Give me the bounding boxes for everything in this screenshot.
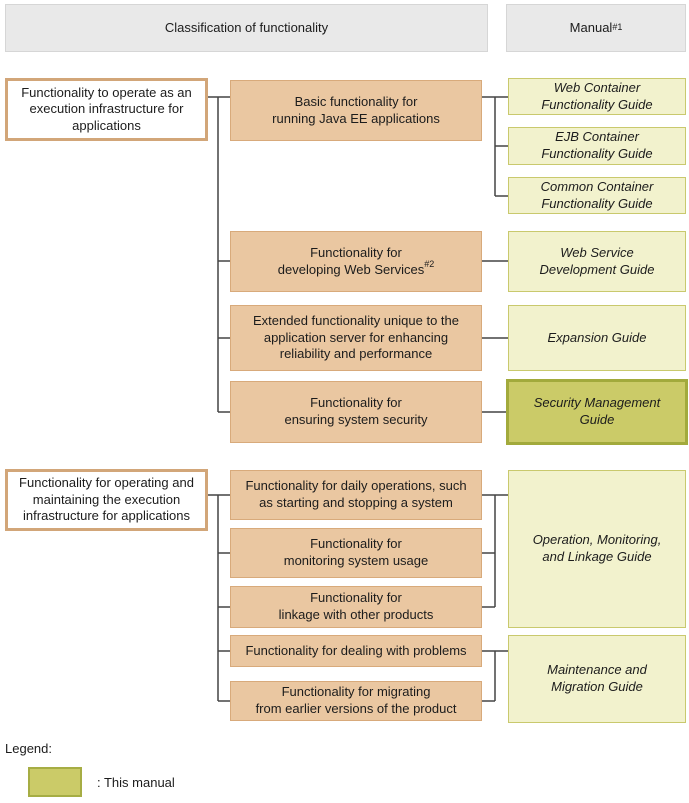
function-box-label: Extended functionality unique to the app… (253, 313, 459, 362)
function-box-extended: Extended functionality unique to the app… (230, 305, 482, 371)
function-box-java-ee: Basic functionality for running Java EE … (230, 80, 482, 141)
category-box-label: Functionality for operating and maintain… (19, 475, 194, 524)
web-services-footnote-ref: #2 (424, 259, 435, 270)
manual-box-security-management: Security Management Guide (506, 379, 688, 445)
function-box-daily-operations: Functionality for daily operations, such… (230, 470, 482, 520)
function-box-label: Functionality for migrating from earlier… (255, 684, 457, 716)
manual-box-label: Operation, Monitoring, and Linkage Guide (532, 532, 662, 564)
manual-box-expansion: Expansion Guide (508, 305, 686, 371)
category-box-operating-maintaining: Functionality for operating and maintain… (5, 469, 208, 531)
manual-box-common-container: Common Container Functionality Guide (508, 177, 686, 214)
manual-box-label: Security Management Guide (533, 395, 661, 427)
function-box-problems: Functionality for dealing with problems (230, 635, 482, 667)
function-box-linkage: Functionality for linkage with other pro… (230, 586, 482, 628)
manual-box-web-container: Web Container Functionality Guide (508, 78, 686, 115)
function-box-migration: Functionality for migrating from earlier… (230, 681, 482, 721)
header-manual-label: Manual (569, 19, 613, 35)
function-box-label: Functionality for monitoring system usag… (283, 536, 429, 568)
function-box-label: Functionality for linkage with other pro… (278, 590, 434, 622)
legend-this-manual-swatch (28, 767, 82, 797)
manual-box-web-service-dev: Web Service Development Guide (508, 231, 686, 292)
legend-title: Legend: (5, 741, 52, 756)
header-manual: Manual#1 (506, 4, 686, 52)
manual-box-operation-monitoring: Operation, Monitoring, and Linkage Guide (508, 470, 686, 628)
manual-box-label: EJB Container Functionality Guide (541, 129, 653, 161)
header-classification-label: Classification of functionality (164, 19, 329, 35)
manual-box-label: Common Container Functionality Guide (540, 178, 654, 211)
manual-box-maintenance-migration: Maintenance and Migration Guide (508, 635, 686, 723)
function-box-label: Functionality for dealing with problems (245, 642, 467, 658)
category-box-label: Functionality to operate as an execution… (21, 84, 192, 133)
function-box-monitoring: Functionality for monitoring system usag… (230, 528, 482, 578)
manual-box-label: Maintenance and Migration Guide (547, 662, 647, 694)
header-classification: Classification of functionality (5, 4, 488, 52)
manual-box-ejb-container: EJB Container Functionality Guide (508, 127, 686, 165)
function-box-label: Functionality for ensuring system securi… (284, 395, 428, 427)
manual-box-label: Expansion Guide (547, 329, 647, 345)
function-box-security: Functionality for ensuring system securi… (230, 381, 482, 443)
function-box-label: Functionality for developing Web Service… (277, 244, 425, 277)
manual-box-label: Web Service Development Guide (539, 244, 655, 277)
manual-box-label: Web Container Functionality Guide (541, 79, 653, 112)
function-box-label: Basic functionality for running Java EE … (272, 93, 440, 126)
function-box-web-services: Functionality for developing Web Service… (230, 231, 482, 292)
function-box-label: Functionality for daily operations, such… (245, 478, 467, 510)
category-box-execution-infrastructure: Functionality to operate as an execution… (5, 78, 208, 141)
legend-this-manual-caption: : This manual (97, 775, 175, 790)
